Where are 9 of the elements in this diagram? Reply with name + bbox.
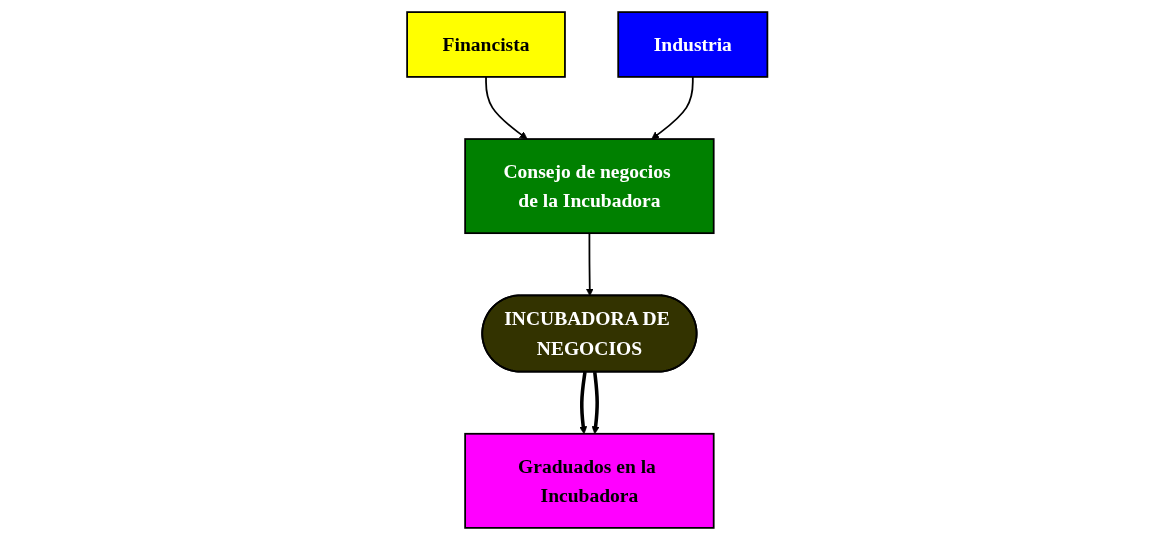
arrow — [651, 76, 694, 140]
arrow — [591, 371, 600, 435]
node-box: Financista — [405, 11, 566, 78]
node-box: Consejo de negocios de la Incubadora — [464, 138, 715, 235]
node-box: Industria — [617, 11, 769, 78]
arrow — [585, 232, 594, 297]
node-box: Graduados en la Incubadora — [464, 432, 715, 529]
arrow — [579, 371, 587, 435]
arrow — [484, 76, 528, 140]
